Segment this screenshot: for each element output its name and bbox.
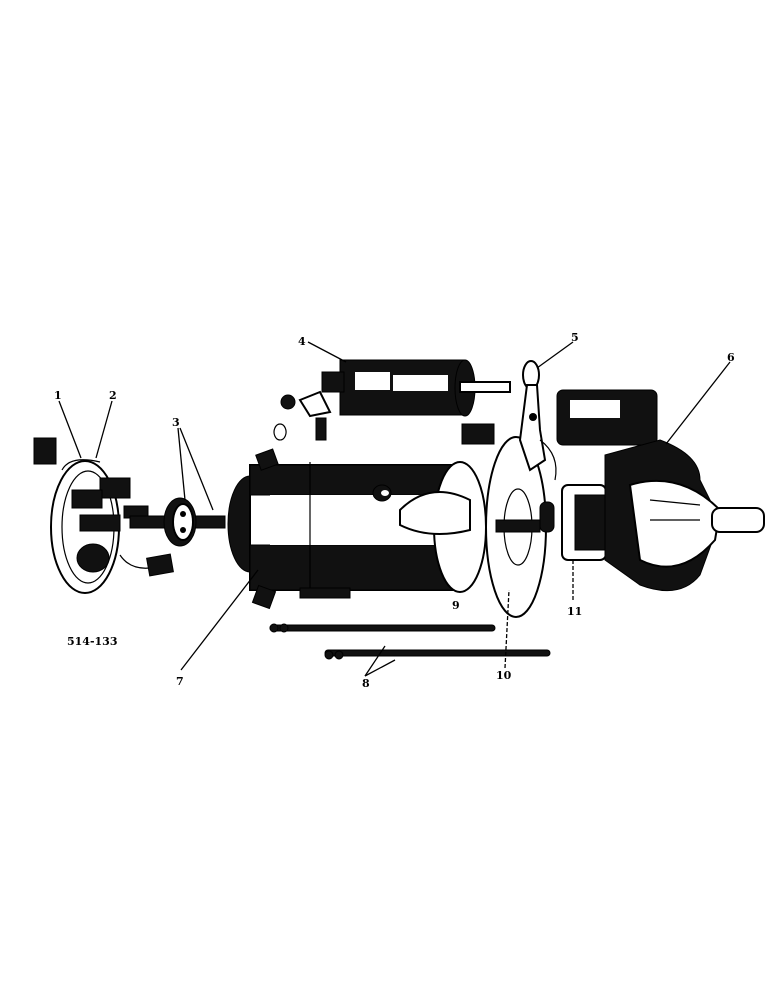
commutator-end-plate (33, 437, 174, 594)
callout-labels: 1 2 3 4 5 6 7 8 9 10 11 (54, 331, 735, 690)
through-bolts (269, 623, 551, 660)
callout-10: 10 (496, 669, 512, 682)
figure-number: 514-133 (67, 635, 118, 648)
drive-housing (539, 389, 765, 592)
callout-11: 11 (567, 605, 582, 618)
callout-2: 2 (109, 389, 117, 402)
solenoid (273, 359, 511, 445)
armature-bearing (129, 497, 226, 547)
callout-9: 9 (452, 599, 460, 612)
callout-8: 8 (362, 677, 370, 690)
leader-lines (58, 341, 731, 677)
callout-4: 4 (298, 335, 306, 348)
shift-lever (518, 360, 557, 481)
callout-7: 7 (176, 675, 184, 688)
callout-1: 1 (54, 389, 62, 402)
callout-3: 3 (172, 416, 180, 429)
callout-6: 6 (727, 351, 735, 364)
field-frame (227, 448, 487, 610)
center-plate (485, 436, 547, 618)
callout-5: 5 (571, 331, 579, 344)
